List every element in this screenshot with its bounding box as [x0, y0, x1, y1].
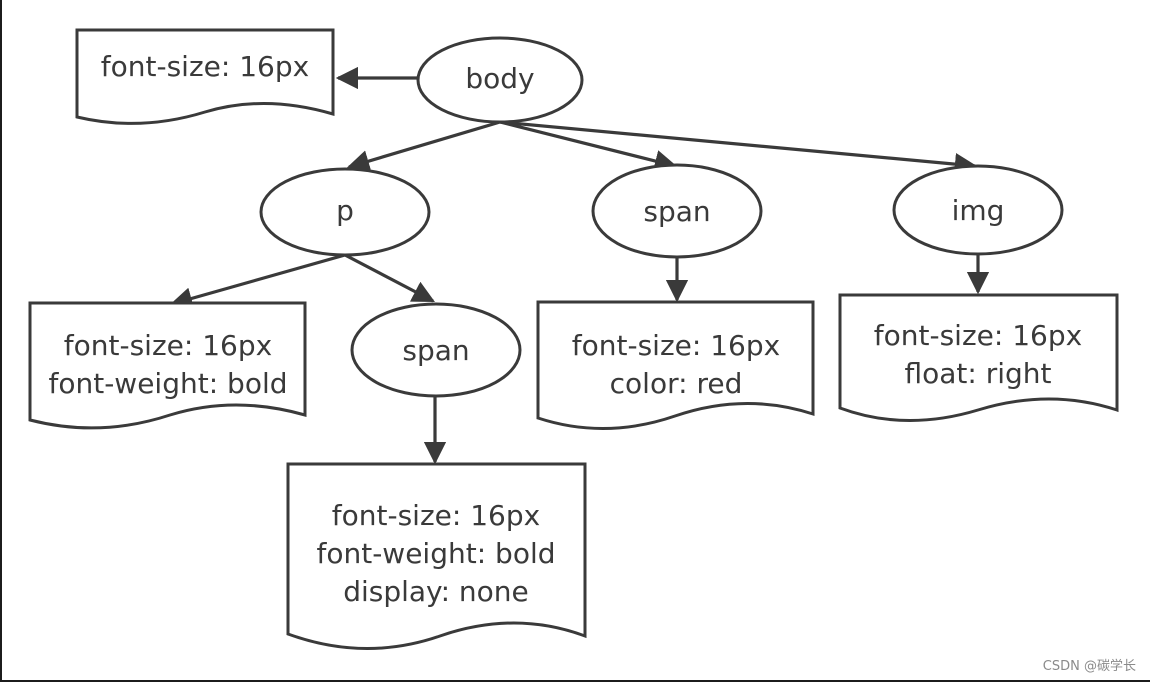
- edge-body-to-span-top: [499, 120, 678, 172]
- node-img-group: img: [892, 164, 1064, 256]
- node-body-group: body: [416, 36, 584, 124]
- style-p-line-1: font-size: 16px: [64, 329, 272, 362]
- node-span-top-group: span: [591, 163, 763, 259]
- style-p-line-2: font-weight: bold: [48, 367, 287, 400]
- style-span-top-line-2: color: red: [610, 367, 743, 400]
- node-body-label: body: [465, 62, 534, 95]
- edge-p-to-style: [169, 253, 346, 310]
- node-span-top: [591, 163, 763, 259]
- node-span-child-label: span: [402, 334, 469, 367]
- watermark: CSDN @碳学长: [1042, 659, 1136, 674]
- style-img-line-1: font-size: 16px: [874, 319, 1082, 352]
- node-p: [259, 167, 431, 257]
- style-img-line-2: float: right: [904, 357, 1051, 390]
- style-body-line-1: font-size: 16px: [101, 50, 309, 83]
- node-img: [892, 164, 1064, 256]
- style-span-child-line-1: font-size: 16px: [332, 499, 540, 532]
- node-p-group: p: [259, 167, 431, 257]
- node-span-child-group: span: [350, 302, 522, 398]
- style-box-body: font-size: 16px: [75, 28, 335, 125]
- node-span-top-label: span: [643, 195, 710, 228]
- style-box-p: font-size: 16px font-weight: bold: [28, 301, 307, 430]
- node-p-label: p: [336, 194, 354, 227]
- node-body: [416, 36, 584, 124]
- edges: [169, 66, 990, 465]
- style-box-span-top: font-size: 16px color: red: [536, 300, 815, 430]
- node-img-label: img: [952, 194, 1005, 227]
- style-span-top-line-1: font-size: 16px: [572, 329, 780, 362]
- style-span-child-line-2: font-weight: bold: [316, 537, 555, 570]
- edge-body-to-p: [346, 120, 501, 172]
- style-box-span-child: font-size: 16px font-weight: bold displa…: [286, 462, 587, 650]
- style-box-img: font-size: 16px float: right: [838, 293, 1119, 422]
- edge-body-to-img: [499, 120, 978, 176]
- node-span-child: [350, 302, 522, 398]
- style-span-child-line-3: display: none: [343, 575, 529, 608]
- edge-p-to-span-child: [344, 253, 435, 303]
